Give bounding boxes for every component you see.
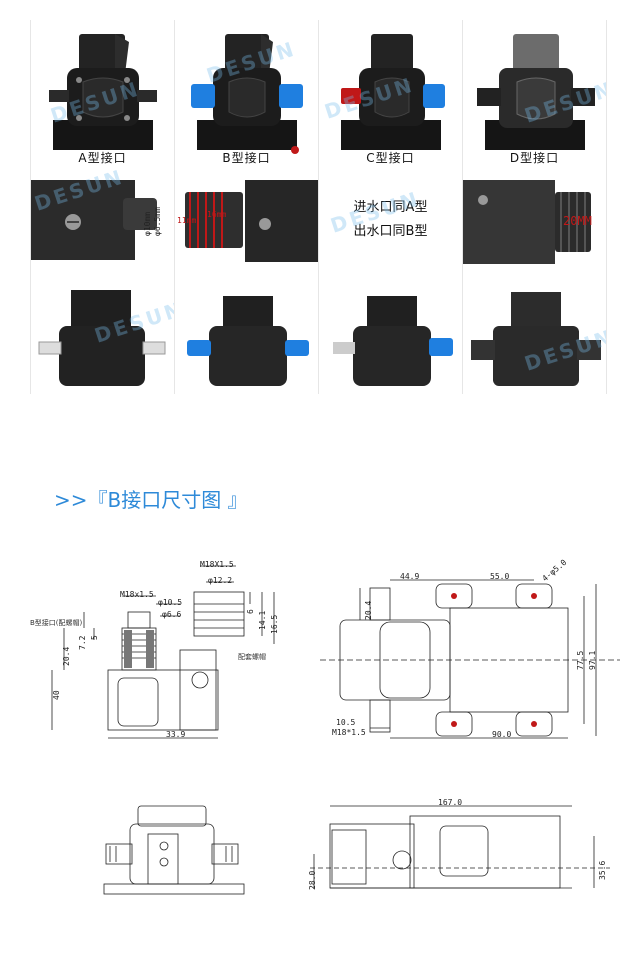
detail-type-d: 20MM: [463, 170, 607, 282]
dim-phi6-5: φ6.5mm: [153, 207, 162, 236]
dim-7-2: 7.2: [78, 635, 87, 650]
side-type-a: DESUN: [31, 282, 175, 394]
photo-type-d: DESUN D型接口: [463, 20, 607, 170]
photo-type-c: DESUN C型接口: [319, 20, 463, 170]
dim-phi12-2: φ12.2: [208, 576, 233, 585]
photo-type-b: DESUN B型接口: [175, 20, 319, 170]
dim-10-5: 10.5: [336, 718, 356, 727]
dim-20-4: 20.4: [62, 646, 71, 666]
side-type-b: [175, 282, 319, 394]
side-type-c: [319, 282, 463, 394]
b-connector-dimension-drawing: [51, 565, 275, 739]
dim-97-1: 97.1: [588, 650, 597, 670]
connector-photo-grid: DESUN A型接口 DESUN B型接口 DESUN C型接口: [30, 20, 607, 394]
caption-type-c: C型接口: [366, 151, 415, 165]
caption-type-d: D型接口: [509, 151, 560, 165]
detail-type-a: φ10mm φ6.5mm DESUN: [31, 170, 175, 282]
dim-28-0: 28.0: [308, 870, 317, 890]
dim-35-6: 35.6: [598, 860, 607, 880]
dim-55-0: 55.0: [490, 572, 510, 581]
dim-16mm: 16mm: [207, 210, 227, 219]
side-type-d: DESUN: [463, 282, 607, 394]
dim-33-9: 33.9: [166, 730, 186, 739]
detail-type-b: 11mm 16mm: [175, 170, 319, 282]
label-b-connector: B型接口(配螺帽): [30, 619, 83, 627]
dim-11mm: 11mm: [177, 216, 197, 225]
note-inlet: 进水口同A型: [353, 200, 428, 215]
dim-phi10-5: φ10.5: [158, 598, 183, 607]
pump-top-view-drawing: [320, 579, 620, 739]
dim-90-0: 90.0: [492, 730, 512, 739]
dim-14-1: 14.1: [258, 610, 267, 630]
pump-front-view-drawing: [103, 805, 245, 895]
caption-type-b: B型接口: [222, 151, 271, 165]
dim-m18x1-5-top: M18X1.5: [200, 560, 234, 569]
dim-44-9: 44.9: [400, 572, 420, 581]
dim-5: 5: [90, 635, 99, 640]
dim-20mm: 20MM: [563, 214, 592, 228]
dim-77-5: 77.5: [576, 650, 585, 670]
note-type-c: 进水口同A型 出水口同B型 DESUN: [319, 170, 463, 282]
photo-type-a: DESUN A型接口: [31, 20, 175, 170]
dim-167-0: 167.0: [438, 798, 463, 807]
dim-6: 6: [246, 609, 255, 614]
section-heading: >>『B接口尺寸图 』: [54, 488, 248, 512]
caption-type-a: A型接口: [78, 151, 127, 165]
dim-40: 40: [52, 690, 61, 700]
dim-m18x1-5-port: M18*1.5: [332, 728, 366, 737]
dim-20-4-top: 20.4: [364, 600, 373, 620]
dim-16-5: 16.5: [270, 614, 279, 634]
label-nut: 配套螺帽: [238, 653, 266, 661]
pump-side-view-drawing: [310, 805, 610, 889]
dim-m18x1-5: M18x1.5: [120, 590, 154, 599]
dim-phi10: φ10mm: [143, 211, 152, 236]
dim-phi6-6: φ6.6: [162, 610, 182, 619]
note-outlet: 出水口同B型: [353, 224, 428, 239]
